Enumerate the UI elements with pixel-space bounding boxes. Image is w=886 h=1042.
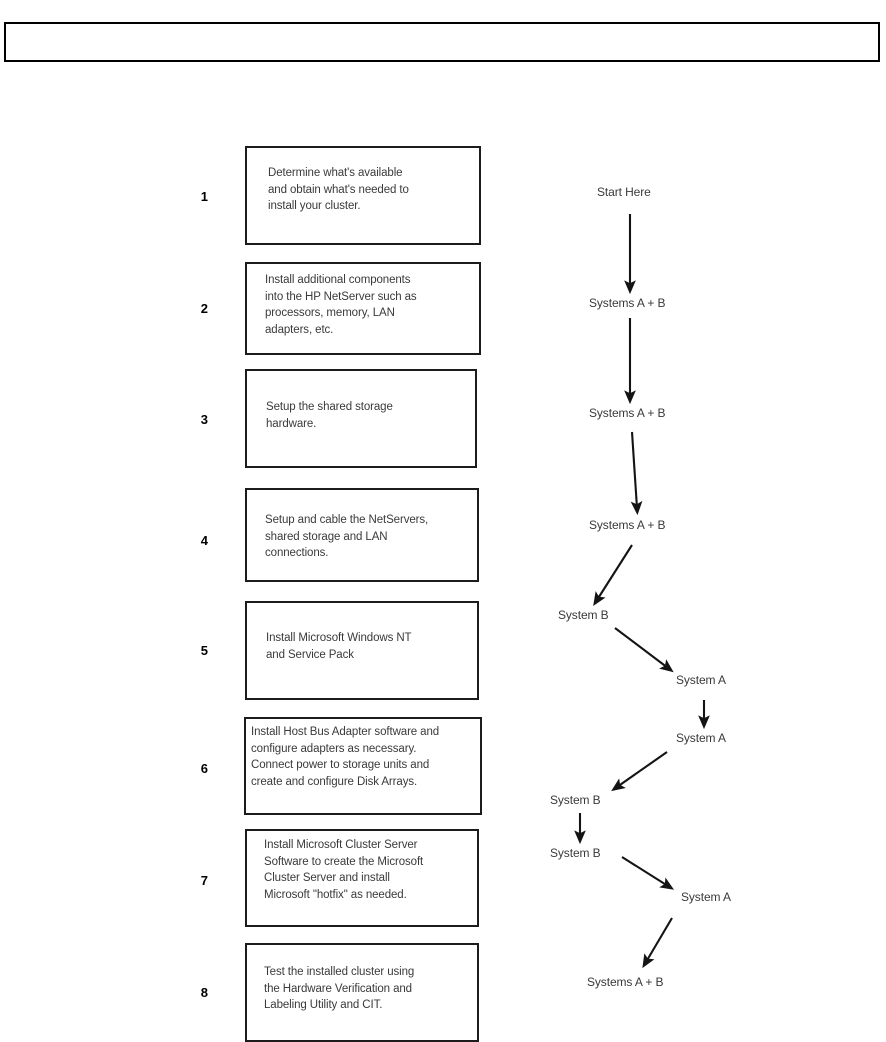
step-text: Setup the shared storage hardware. (266, 401, 393, 430)
arrow-systems-ab-3-to-system-b-1 (593, 544, 633, 607)
step-text: Install Host Bus Adapter software and co… (251, 726, 440, 788)
step-text: Setup and cable the NetServers, shared s… (265, 514, 429, 559)
arrow-system-a-2-to-system-b-2 (611, 751, 668, 792)
flow-label-systems-ab-1: Systems A + B (589, 296, 666, 310)
step-number: 3 (200, 412, 208, 427)
step-number: 2 (200, 301, 208, 316)
flow-label-system-b-3: System B (550, 846, 601, 860)
flow-label-systems-ab-3: Systems A + B (589, 518, 666, 532)
step-box[interactable] (245, 369, 477, 468)
arrow-system-b-3-to-system-a-3 (621, 856, 675, 890)
step-box[interactable] (245, 829, 479, 927)
step-box[interactable] (245, 601, 479, 700)
flow-label-systems-ab-2: Systems A + B (589, 406, 666, 420)
flow-label-system-b-1: System B (558, 608, 609, 622)
step-text: Test the installed cluster using the Har… (264, 966, 415, 1011)
step-number: 8 (200, 985, 208, 1000)
arrow-system-b-1-to-system-a-1 (614, 627, 674, 673)
step-box[interactable] (244, 717, 482, 815)
flow-label-system-a-1: System A (676, 673, 726, 687)
step-box[interactable] (245, 262, 481, 355)
step-number: 6 (200, 761, 208, 776)
arrow-system-a-3-to-systems-ab-4 (642, 917, 673, 969)
flow-label-system-b-2: System B (550, 793, 601, 807)
step-number: 7 (200, 873, 208, 888)
step-text: Install Microsoft Cluster Server Softwar… (264, 839, 424, 901)
arrow-systems-ab-2-to-3 (630, 431, 643, 516)
step-box[interactable] (245, 146, 481, 245)
step-box[interactable] (245, 488, 479, 582)
flow-label-system-a-2: System A (676, 731, 726, 745)
step-number: 1 (200, 189, 208, 204)
flow-label-system-a-3: System A (681, 890, 731, 904)
flow-label-start-here: Start Here (597, 185, 651, 199)
step-text: Determine what's available and obtain wh… (268, 167, 409, 212)
flow-label-systems-ab-4: Systems A + B (587, 975, 664, 989)
step-number: 4 (200, 533, 208, 548)
step-box[interactable] (245, 943, 479, 1042)
step-number: 5 (200, 643, 208, 658)
step-text: Install Microsoft Windows NT and Service… (266, 632, 412, 661)
step-text: Install additional components into the H… (265, 274, 417, 336)
page-header-bar (4, 22, 880, 62)
